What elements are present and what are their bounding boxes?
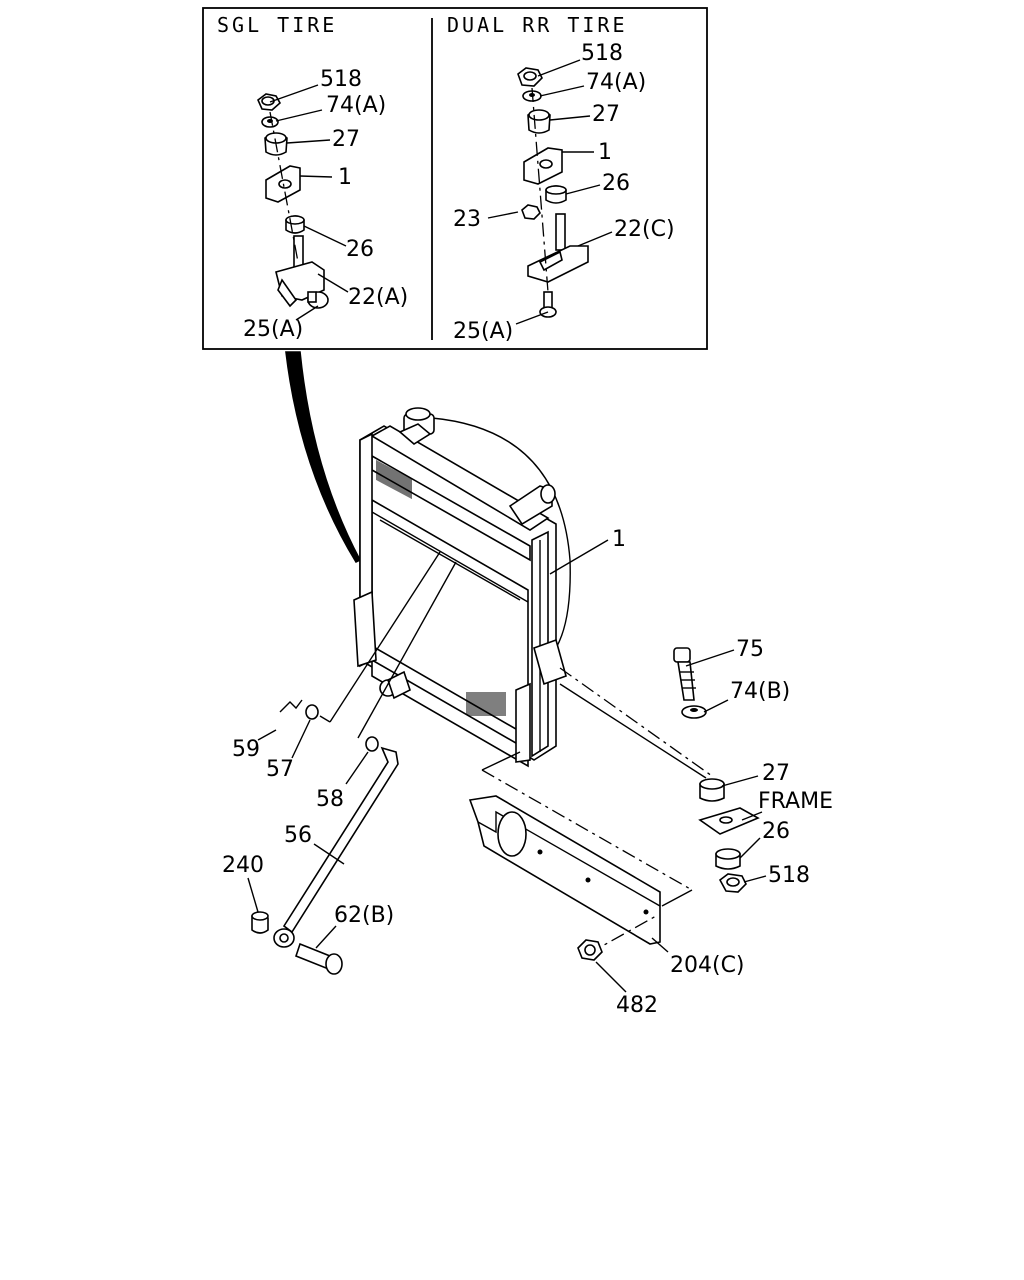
main-label-240: 240 bbox=[222, 853, 264, 878]
dual-label-1: 1 bbox=[598, 140, 612, 165]
main-label-482: 482 bbox=[616, 993, 658, 1018]
main-label-frame: FRAME bbox=[758, 789, 833, 814]
inset-title-sgl-tire: SGL TIRE bbox=[217, 13, 337, 37]
leader-main-59 bbox=[257, 729, 277, 741]
dual-label-74a: 74(A) bbox=[586, 70, 646, 95]
sgl-label-25a: 25(A) bbox=[243, 317, 303, 342]
sgl-label-74a: 74(A) bbox=[326, 93, 386, 118]
leader-main-27 bbox=[721, 775, 759, 787]
main-label-59: 59 bbox=[232, 737, 260, 762]
leader-main-204c bbox=[651, 937, 669, 953]
main-label-26: 26 bbox=[762, 819, 790, 844]
callout-swoosh bbox=[285, 351, 362, 564]
sgl-label-22a: 22(A) bbox=[348, 285, 408, 310]
main-label-75: 75 bbox=[736, 637, 764, 662]
leader-main-56 bbox=[313, 843, 345, 865]
main-label-62b: 62(B) bbox=[334, 903, 394, 928]
main-label-56: 56 bbox=[284, 823, 312, 848]
leader-main-57 bbox=[291, 719, 311, 759]
leader-main-518 bbox=[743, 875, 767, 883]
dual-label-23: 23 bbox=[453, 207, 481, 232]
leader-main-frame bbox=[741, 811, 763, 821]
stay-rod-drawing bbox=[251, 551, 457, 975]
leader-main-62b bbox=[315, 925, 337, 949]
dual-assembly-drawing bbox=[487, 59, 613, 325]
main-label-1: 1 bbox=[612, 527, 626, 552]
leader-main-482 bbox=[595, 961, 627, 993]
leader-main-240 bbox=[247, 877, 259, 913]
sgl-label-518: 518 bbox=[320, 67, 362, 92]
inset-title-dual-rr-tire: DUAL RR TIRE bbox=[447, 13, 628, 37]
leader-main-58 bbox=[345, 751, 369, 785]
sgl-label-1: 1 bbox=[338, 165, 352, 190]
radiator-drawing bbox=[353, 407, 571, 768]
main-label-57: 57 bbox=[266, 757, 294, 782]
main-label-58: 58 bbox=[316, 787, 344, 812]
main-label-27: 27 bbox=[762, 761, 790, 786]
main-label-518: 518 bbox=[768, 863, 810, 888]
sgl-assembly-drawing bbox=[257, 84, 349, 321]
leader-main-75 bbox=[685, 649, 735, 667]
dual-label-25a: 25(A) bbox=[453, 319, 513, 344]
leader-main-1 bbox=[549, 539, 609, 575]
sgl-label-26: 26 bbox=[346, 237, 374, 262]
leader-main-74b bbox=[703, 699, 729, 713]
right-mount-drawing bbox=[559, 647, 760, 893]
dual-label-518: 518 bbox=[581, 41, 623, 66]
dual-label-27: 27 bbox=[592, 102, 620, 127]
sgl-label-27: 27 bbox=[332, 127, 360, 152]
main-label-204c: 204(C) bbox=[670, 953, 745, 978]
dual-label-26: 26 bbox=[602, 171, 630, 196]
leader-main-26 bbox=[739, 837, 761, 859]
lower-panel-drawing bbox=[468, 751, 693, 961]
dual-label-22c: 22(C) bbox=[614, 217, 675, 242]
main-label-74b: 74(B) bbox=[730, 679, 790, 704]
